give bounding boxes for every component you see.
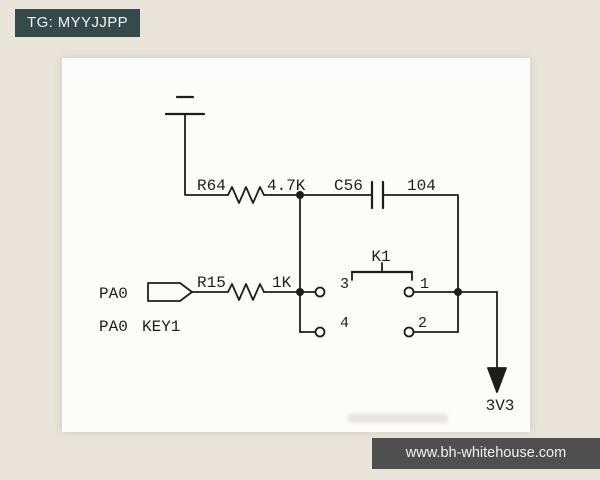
switch-k1-symbol — [314, 262, 415, 338]
switch-pin2-contact — [403, 326, 415, 338]
wire — [184, 113, 229, 196]
smudge-artifact — [348, 414, 448, 423]
label-c56-ref: C56 — [334, 177, 363, 195]
wiring — [147, 95, 507, 393]
watermark-badge-bottom: www.bh-whitehouse.com — [372, 438, 600, 469]
label-key1-net: KEY1 — [142, 318, 180, 336]
label-pin3: 3 — [340, 276, 349, 293]
label-r64-ref: R64 — [197, 177, 226, 195]
schematic-panel — [62, 58, 530, 432]
watermark-badge-top: TG: MYYJJPP — [15, 9, 141, 37]
label-r15-ref: R15 — [197, 274, 226, 292]
label-r15-value: 1K — [272, 274, 292, 292]
label-pin1: 1 — [420, 276, 429, 293]
label-pa0-net: PA0 — [99, 318, 128, 336]
junction-dot — [296, 191, 304, 199]
label-pin2: 2 — [418, 315, 427, 332]
junction-dot — [454, 288, 462, 296]
label-pin4: 4 — [340, 315, 349, 332]
junction-dots — [296, 191, 462, 296]
wire — [382, 194, 459, 333]
label-3v3-rail: 3V3 — [486, 397, 515, 415]
junction-dot — [296, 288, 304, 296]
power-arrow-icon — [487, 367, 507, 393]
resistor-r64-symbol — [227, 186, 265, 204]
resistor-r15-symbol — [227, 283, 265, 301]
connector-pa0-symbol — [147, 282, 193, 302]
label-k1-ref: K1 — [371, 248, 390, 266]
switch-pin4-contact — [314, 326, 326, 338]
label-r64-value: 4.7K — [267, 177, 306, 195]
switch-pin3-contact — [314, 286, 326, 298]
switch-pin1-contact — [403, 286, 415, 298]
label-c56-value: 104 — [407, 177, 436, 195]
label-pa0-pin: PA0 — [99, 285, 128, 303]
ground-symbol — [164, 95, 206, 116]
capacitor-c56-symbol — [370, 180, 385, 210]
labels: R64 4.7K C56 104 PA0 R15 1K PA0 KEY1 K1 … — [99, 177, 514, 415]
